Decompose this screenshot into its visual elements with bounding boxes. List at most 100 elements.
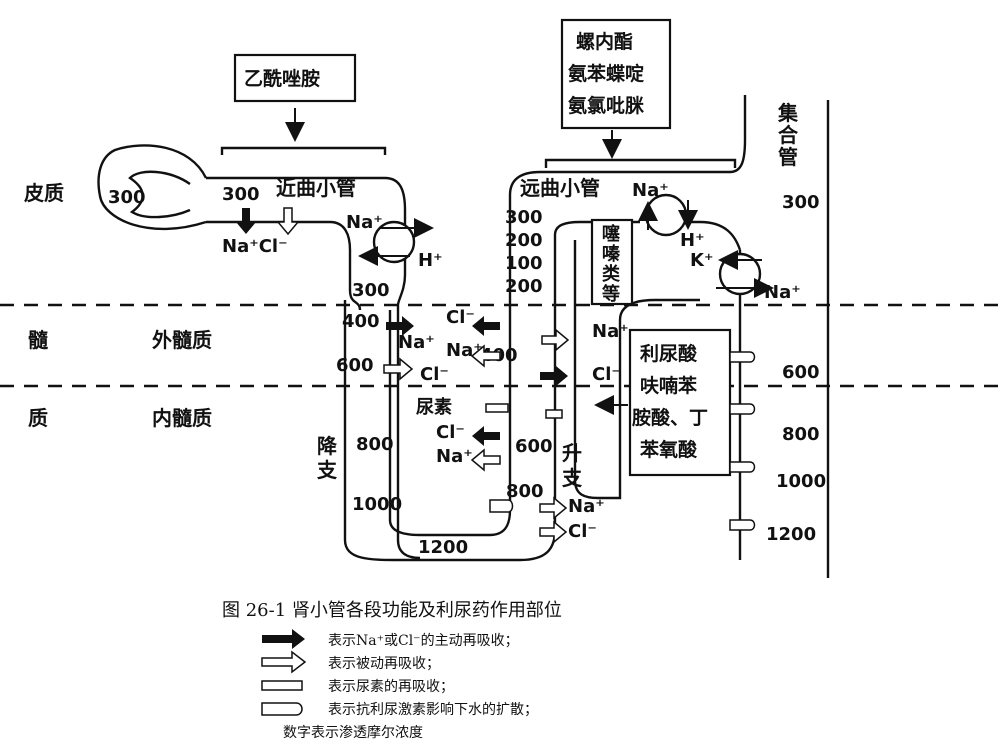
distal-to-collecting (660, 220, 742, 251)
outer-passive-arrow (383, 357, 414, 381)
distal-osm-200b: 200 (505, 276, 543, 297)
thiazide-box (590, 218, 634, 306)
legend-urea-text: 表示尿素的再吸收； (328, 679, 454, 695)
inner-na-label: Na⁺ (436, 446, 473, 467)
legend-urea-icon (261, 680, 303, 691)
loop-drug-box (628, 328, 732, 477)
bottom-na-passive-arrow (539, 496, 568, 520)
legend-note: 数字表示渗透摩尔浓度 (283, 724, 423, 741)
thick-passive-arrow (541, 328, 570, 352)
ascending-cl-active-arrow (472, 316, 500, 336)
distal-drug-bracket (544, 158, 737, 168)
loop-drug-1: 利尿酸 (640, 342, 698, 365)
proximal-passive-arrow (276, 207, 300, 236)
ascending-char-2: 支 (562, 466, 583, 490)
water-marker-2 (729, 351, 756, 363)
urea-marker-1 (485, 403, 509, 413)
distal-osm-200a: 200 (505, 230, 543, 251)
water-marker-5 (729, 519, 756, 531)
distal-tubule-top (508, 95, 747, 196)
distal-osm-100: 100 (505, 253, 543, 274)
ascending-osm-800: 800 (506, 481, 544, 502)
acetazolamide-label: 乙酰唑胺 (244, 67, 320, 90)
collecting-osm-1000: 1000 (776, 471, 826, 492)
loop-thick-ascending (553, 220, 640, 530)
bottom-osm-1200: 1200 (418, 537, 468, 558)
collecting-char-3: 管 (778, 145, 798, 169)
proximal-osm-300: 300 (222, 184, 260, 205)
distal-label: 远曲小管 (520, 176, 600, 200)
thick-active-arrow (540, 366, 568, 386)
ascending-na-passive-arrow (470, 344, 501, 368)
descending-char-2: 支 (317, 458, 338, 482)
water-marker-4 (729, 461, 756, 473)
urea-marker-2 (545, 409, 563, 419)
outer-na-label-1: Na⁺ (398, 332, 435, 353)
collecting-char-2: 合 (778, 123, 799, 147)
thiazide-char-3: 类 (602, 263, 621, 285)
outer-cl-label-2: Cl⁻ (420, 364, 449, 385)
bottom-na-label: Na⁺ (568, 496, 605, 517)
outer-active-arrow (386, 316, 414, 336)
distal-drug-box (560, 18, 672, 130)
distal-inner-loop (573, 240, 700, 500)
outer-medulla-label: 外髓质 (152, 328, 212, 352)
descending-osm-300: 300 (352, 280, 390, 301)
distal-drug-1: 螺内酯 (576, 30, 633, 53)
thiazide-char-2: 嗪 (602, 243, 621, 265)
ascending-osm-600: 600 (515, 436, 553, 457)
collecting-osm-1200: 1200 (766, 524, 816, 545)
loop-drug-3: 胺酸、丁 (632, 406, 708, 429)
distal-drug-2: 氨苯蝶啶 (568, 62, 644, 85)
proximal-active-arrow (236, 208, 256, 234)
cortex-label: 皮质 (24, 181, 64, 205)
collecting-k-label: K⁺ (690, 250, 713, 271)
loop-ascending (388, 195, 512, 537)
proximal-tubule (206, 176, 421, 560)
legend-active-text: 表示Na⁺或Cl⁻的主动再吸收； (328, 633, 519, 649)
proximal-nacl-label: Na⁺Cl⁻ (222, 236, 288, 257)
water-marker-1 (489, 499, 514, 513)
glomerulus-inner (128, 170, 191, 219)
inner-medulla-label: 内髓质 (152, 406, 212, 430)
descending-osm-600: 600 (336, 355, 374, 376)
proximal-tubule-inner (206, 220, 362, 311)
inner-cl-active-arrow (472, 426, 500, 446)
outer-cl-label: Cl⁻ (446, 307, 475, 328)
acetazolamide-box (233, 53, 357, 103)
proximal-h-label: H⁺ (418, 250, 443, 271)
inner-cl-label: Cl⁻ (436, 422, 465, 443)
legend-water-text: 表示抗利尿激素影响下水的扩散； (328, 701, 538, 718)
legend-active-icon (262, 629, 305, 649)
collecting-char-1: 集 (777, 101, 799, 125)
proximal-label: 近曲小管 (276, 176, 356, 200)
distal-h-label: H⁺ (680, 230, 705, 251)
distal-drug-3: 氨氯吡脒 (568, 94, 645, 117)
acetazolamide-bracket (220, 146, 387, 155)
collecting-osm-800: 800 (782, 424, 820, 445)
descending-osm-400: 400 (342, 311, 380, 332)
descending-osm-800: 800 (356, 434, 394, 455)
thick-na-label: Na⁺ (592, 321, 629, 342)
loop-drug-2: 呋喃苯 (640, 374, 697, 397)
legend-passive-text: 表示被动再吸收； (328, 656, 440, 672)
ascending-char-1: 升 (562, 441, 582, 465)
thick-cl-label: Cl⁻ (592, 364, 621, 385)
descending-char-1: 降 (317, 434, 338, 458)
collecting-osm-300: 300 (782, 192, 820, 213)
distal-pump (644, 193, 688, 237)
medulla-char-1: 髓 (28, 328, 49, 352)
distal-osm-300: 300 (505, 207, 543, 228)
collecting-osm-600: 600 (782, 362, 820, 383)
thiazide-char-1: 噻 (602, 223, 621, 245)
legend-passive-icon (261, 650, 307, 674)
medulla-char-2: 质 (28, 406, 48, 430)
loop-descending-outer (343, 300, 557, 562)
thiazide-char-4: 等 (602, 283, 620, 305)
inner-na-passive-arrow (470, 448, 501, 472)
proximal-pump (372, 220, 416, 264)
figure-title: 图 26-1 肾小管各段功能及利尿药作用部位 (222, 600, 562, 621)
distal-na-label: Na⁺ (632, 180, 669, 201)
urea-label: 尿素 (416, 397, 452, 418)
